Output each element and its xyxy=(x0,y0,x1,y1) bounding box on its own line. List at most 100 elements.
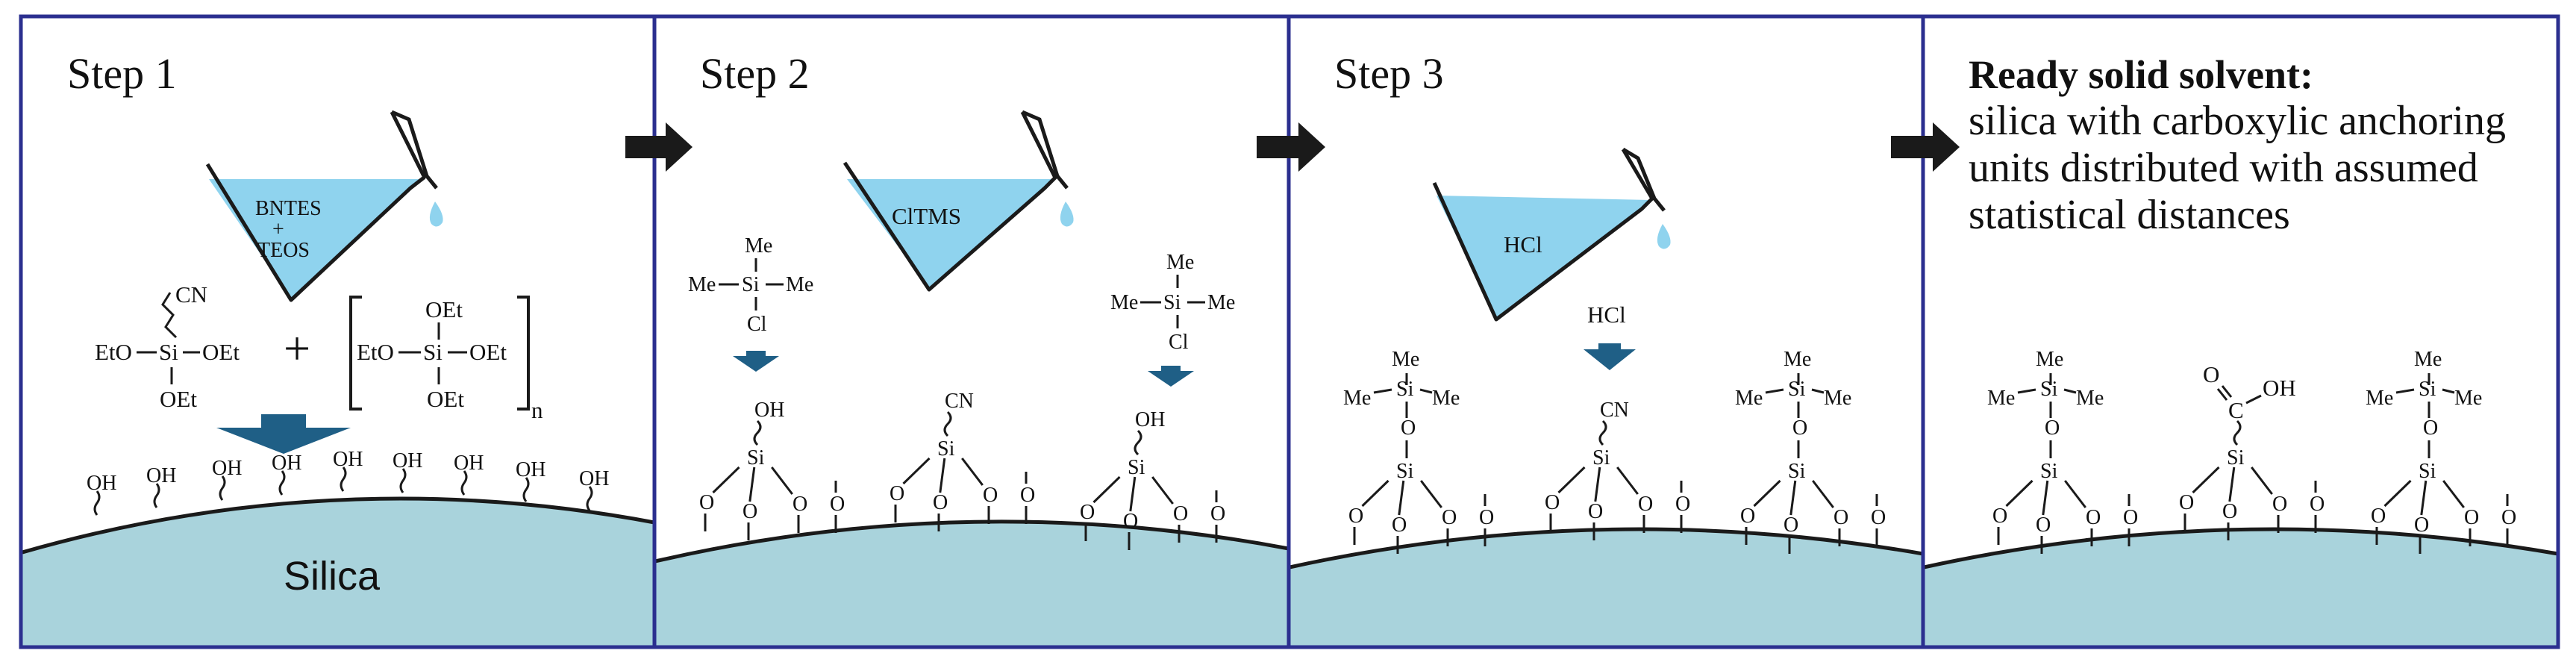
surface-oh-group: OH xyxy=(87,472,116,516)
site-o: O xyxy=(1992,505,2007,528)
tms-me-left: Me xyxy=(1987,387,2015,410)
site-o: O xyxy=(1545,491,1560,514)
site-si: Si xyxy=(937,437,955,461)
step-3-title: Step 3 xyxy=(1334,49,1444,98)
site-o-free: O xyxy=(1871,506,1886,529)
site-o: O xyxy=(1080,501,1095,524)
bond xyxy=(1373,388,1392,394)
wavy-bond xyxy=(753,419,762,446)
site-top: CN xyxy=(1600,399,1629,422)
site-o: O xyxy=(1783,514,1798,537)
site-si: Si xyxy=(2419,460,2436,483)
silica-surface-step-1 xyxy=(22,496,654,647)
si-o-bond xyxy=(1398,480,1405,516)
bntes-oet-bottom: OEt xyxy=(160,386,197,412)
tms-si: Si xyxy=(1396,378,1414,401)
wavy-bond xyxy=(1598,419,1607,446)
tms-me-top: Me xyxy=(1783,348,1811,371)
si-o-bond xyxy=(2192,466,2220,494)
cltms-si: Si xyxy=(742,273,760,296)
cltms-right-me-top: Me xyxy=(1166,251,1194,274)
si-o-bond xyxy=(1789,480,1797,516)
beaker-label-plus: + xyxy=(272,218,284,241)
si-o-bond xyxy=(961,458,984,486)
si-o-bond xyxy=(1420,480,1442,508)
panel-step-1: Step 1 BNTES + TEOS CN EtO Si OEt OEt + … xyxy=(67,49,609,599)
beaker-label-hcl: HCl xyxy=(1504,231,1542,258)
site-o: O xyxy=(1348,505,1363,528)
site-si: Si xyxy=(1128,456,1145,479)
si-o-bond xyxy=(1151,476,1174,505)
si-o-bond xyxy=(2228,466,2236,502)
cltms-right-me-left: Me xyxy=(1110,291,1138,314)
down-arrow-step-3 xyxy=(1584,343,1636,370)
tms-me-left: Me xyxy=(1343,387,1371,410)
site-o: O xyxy=(1740,505,1755,528)
tms-me-left: Me xyxy=(1735,387,1763,410)
cltms-me-right: Me xyxy=(786,273,813,296)
wavy-bond xyxy=(1134,429,1142,456)
bond xyxy=(2017,388,2036,394)
cltms-right-si: Si xyxy=(1163,291,1181,314)
surface-oh-group: OH xyxy=(454,452,484,496)
oh-bond xyxy=(586,486,593,511)
reaction-plus: + xyxy=(284,322,310,375)
oh-bond xyxy=(399,468,407,493)
cltms-right-cl: Cl xyxy=(1169,331,1189,354)
site-o-free: O xyxy=(2501,506,2516,529)
silica-surface-final xyxy=(1924,527,2558,647)
surface-oh: OH xyxy=(87,472,116,495)
bntes-eto: EtO xyxy=(95,339,132,365)
oh-bond xyxy=(522,477,530,502)
linker-o: O xyxy=(1401,416,1416,440)
si-o-bond xyxy=(2251,466,2273,495)
wavy-bond xyxy=(2233,419,2242,446)
bntes-si: Si xyxy=(159,339,178,365)
site-o: O xyxy=(2272,493,2287,516)
si-o-bond xyxy=(1129,476,1137,512)
surface-oh-group: OH xyxy=(333,448,363,492)
site-si: Si xyxy=(1592,446,1610,469)
bntes-oet-right: OEt xyxy=(202,339,240,365)
cltms-right-me-right: Me xyxy=(1207,291,1235,314)
site-o: O xyxy=(743,500,757,523)
surface-oh: OH xyxy=(579,467,609,490)
site-o: O xyxy=(699,491,714,514)
si-o-bond xyxy=(2064,480,2086,508)
beaker-step-1: BNTES + TEOS xyxy=(205,110,443,302)
site-o: O xyxy=(2371,505,2386,528)
site-si: Si xyxy=(747,446,765,469)
bond xyxy=(2063,388,2077,394)
si-o-bond xyxy=(748,466,756,502)
down-arrow-step-2-left xyxy=(733,351,779,372)
site-o: O xyxy=(890,482,904,505)
site-o-free: O xyxy=(2310,493,2325,516)
site-o: O xyxy=(2414,514,2429,537)
bond xyxy=(1765,388,1784,394)
panel-step-2: Step 2 ClTMS Me Me Si Me Cl Me Me Si xyxy=(688,49,1235,550)
site-o: O xyxy=(1588,500,1603,523)
site-o-free: O xyxy=(2123,506,2138,529)
surface-oh: OH xyxy=(333,448,363,471)
linker-o: O xyxy=(1792,416,1807,440)
carboxylic-group: O C OH xyxy=(2203,361,2296,423)
silica-surface-step-2 xyxy=(655,519,1289,647)
si-o-bond xyxy=(1092,475,1121,504)
silica-surface-step-3 xyxy=(1289,527,1923,647)
acid-o: O xyxy=(2203,361,2219,387)
site-o: O xyxy=(2222,500,2237,523)
linker-o: O xyxy=(2045,416,2060,440)
bond xyxy=(1811,388,1825,394)
si-o-bond xyxy=(771,466,793,495)
teos-eto: EtO xyxy=(357,339,394,365)
si-o-bond xyxy=(1616,466,1639,495)
oh-bond xyxy=(153,483,160,508)
cltms-me-top: Me xyxy=(745,234,772,258)
site-o: O xyxy=(1638,493,1653,516)
site-o: O xyxy=(1123,510,1138,533)
